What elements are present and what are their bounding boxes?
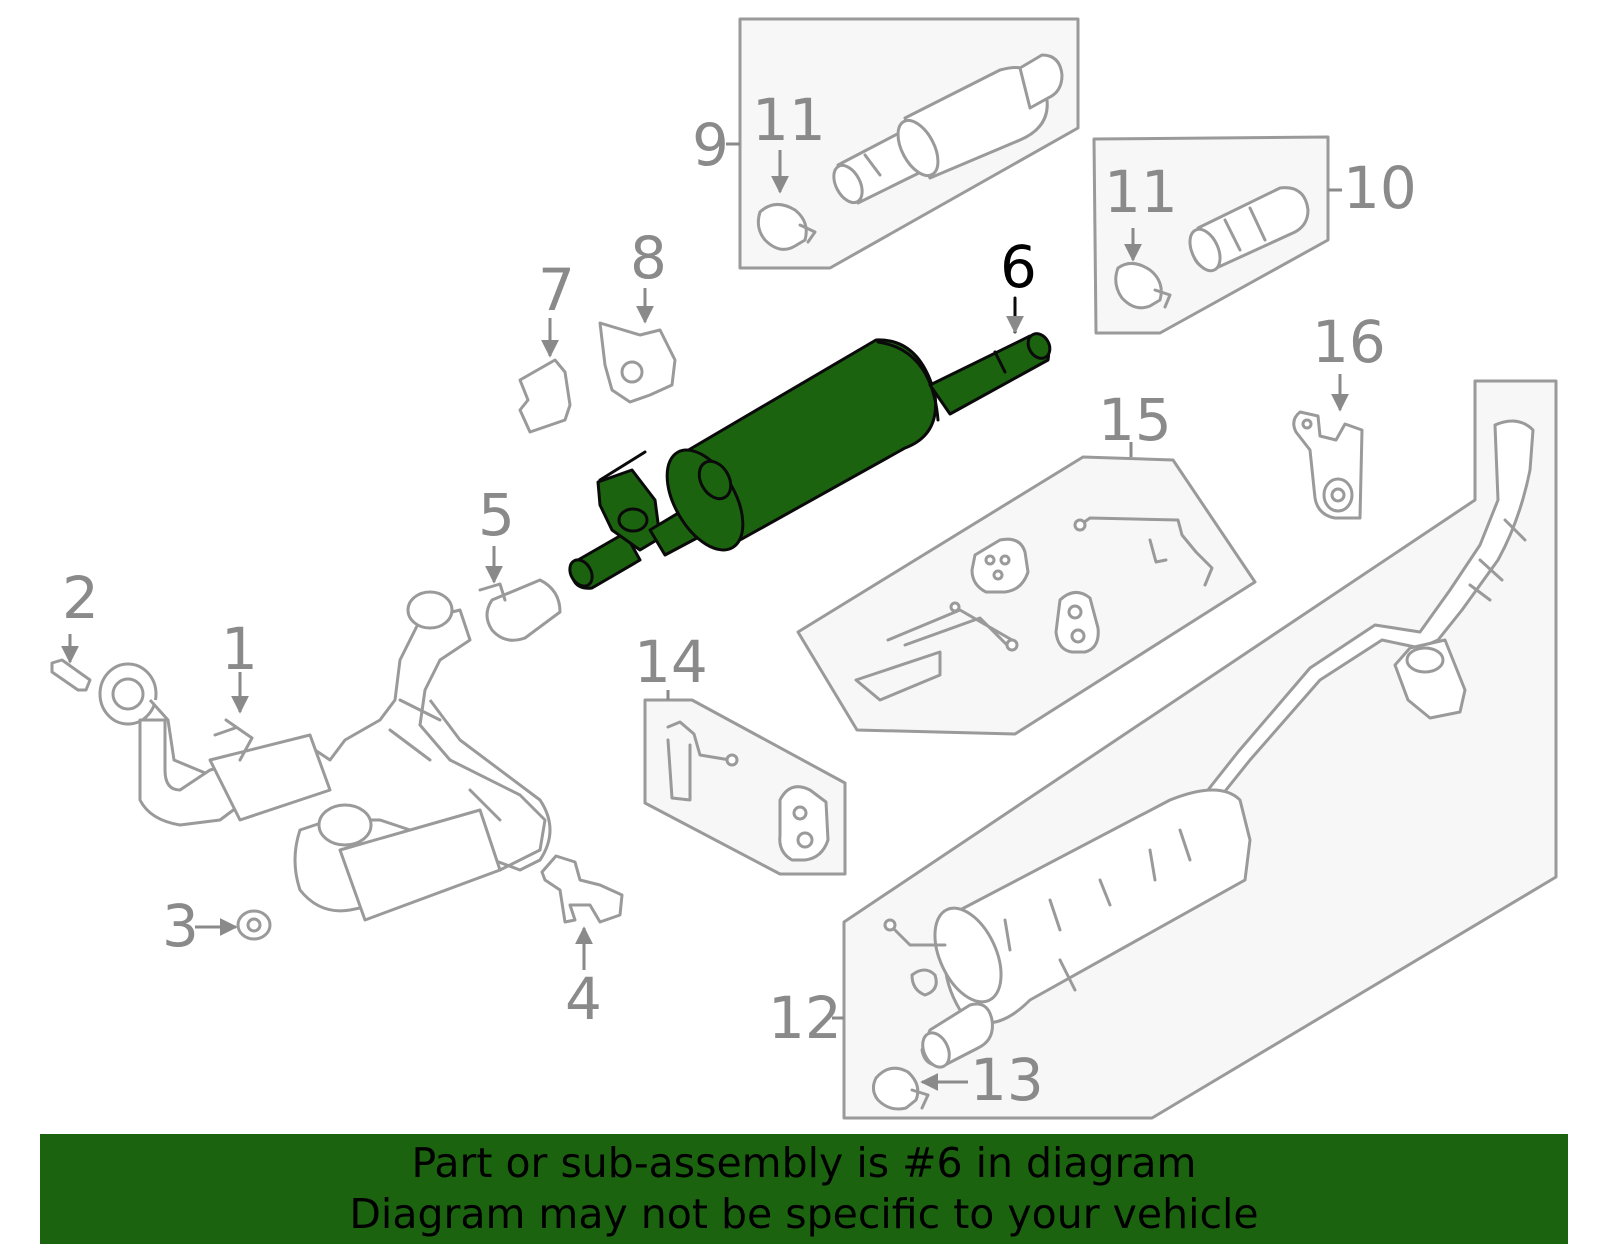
callout-16: 16 xyxy=(1312,308,1386,376)
callout-1: 1 xyxy=(221,615,258,683)
part-4-bracket-drawing xyxy=(540,854,624,924)
part-8-bracket-drawing xyxy=(598,321,677,404)
part-12-muffler-drawing xyxy=(871,419,1535,1111)
callout-4: 4 xyxy=(565,965,602,1033)
part-6-highlighted-resonator xyxy=(568,332,1052,590)
part-15-hangers-drawing xyxy=(854,516,1214,702)
part-1-pipe-drawing xyxy=(98,590,552,922)
callout-13: 13 xyxy=(970,1046,1044,1114)
part-2-sensor-drawing xyxy=(50,658,92,692)
part-7-bracket-drawing xyxy=(518,358,572,434)
callout-14: 14 xyxy=(634,628,708,696)
callout-11-box9: 11 xyxy=(752,86,826,154)
callout-10: 10 xyxy=(1343,154,1417,222)
callout-5: 5 xyxy=(478,481,515,549)
callout-12: 12 xyxy=(768,984,842,1052)
part-5-clamp-drawing xyxy=(478,578,562,642)
callout-9: 9 xyxy=(692,111,729,179)
part-9-pipe-drawing xyxy=(756,53,1064,251)
callout-15: 15 xyxy=(1098,386,1172,454)
banner-line-part: Part or sub-assembly is #6 in diagram xyxy=(411,1139,1197,1187)
part-info-banner: Part or sub-assembly is #6 in diagram Di… xyxy=(40,1134,1568,1244)
callout-2: 2 xyxy=(62,564,99,632)
callout-7: 7 xyxy=(538,256,575,324)
box-part-15 xyxy=(796,455,1257,736)
box-part-12 xyxy=(842,379,1558,1120)
part-14-hangers-drawing xyxy=(666,720,830,862)
callout-8: 8 xyxy=(630,224,667,292)
callout-11-box10: 11 xyxy=(1104,158,1178,226)
callout-3: 3 xyxy=(162,892,199,960)
callout-6-selected: 6 xyxy=(1000,233,1037,301)
banner-line-disclaimer: Diagram may not be specific to your vehi… xyxy=(349,1190,1259,1238)
part-10-pipe-drawing xyxy=(1114,186,1310,310)
part-16-bracket-drawing xyxy=(1292,410,1364,520)
leader-lines xyxy=(61,142,1349,1091)
part-3-plug-drawing xyxy=(236,909,272,941)
